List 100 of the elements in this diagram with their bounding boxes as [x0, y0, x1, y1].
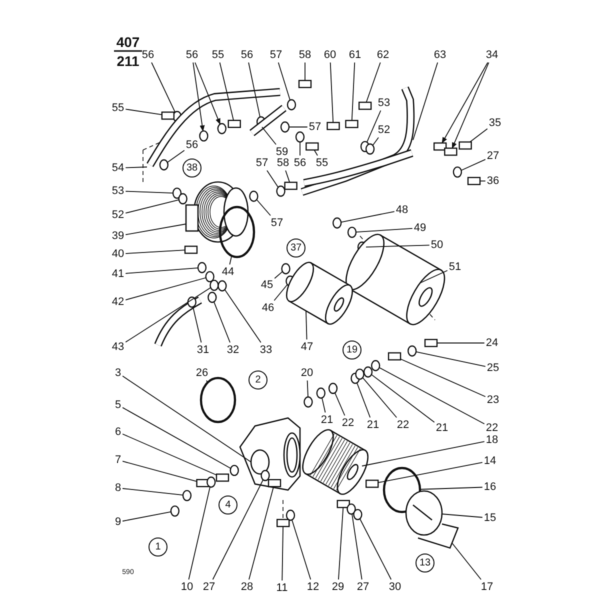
- washer: [328, 382, 338, 394]
- callout-number: 27: [356, 581, 370, 593]
- callout-number: 14: [484, 455, 496, 467]
- callout-number: 12: [306, 581, 320, 593]
- filter-cartridge: [302, 429, 368, 495]
- washer: [316, 388, 326, 399]
- leader-line: [378, 462, 483, 484]
- callout-number: 55: [316, 157, 328, 169]
- callout-number: 56: [294, 157, 306, 169]
- circled-number: 37: [286, 238, 306, 258]
- leader-line: [219, 62, 234, 121]
- leader-line: [122, 511, 172, 522]
- callout-number: 61: [348, 49, 362, 61]
- leader-line: [372, 137, 379, 146]
- o-ring: [218, 206, 256, 258]
- bolt: [388, 352, 402, 360]
- washer: [205, 271, 214, 282]
- bolt: [444, 148, 458, 156]
- circled-number: 1: [148, 538, 168, 556]
- leader-line: [359, 518, 392, 580]
- leader-line: [229, 255, 232, 265]
- sheet-number: 211: [116, 53, 140, 69]
- washer: [353, 508, 362, 520]
- callout-number: 28: [240, 581, 254, 593]
- leader-line: [306, 380, 308, 398]
- leader-line: [362, 441, 485, 466]
- leader-line: [314, 150, 318, 156]
- callout-number: 56: [240, 49, 254, 61]
- washer: [280, 121, 290, 133]
- callout-number: 26: [196, 367, 208, 379]
- leader-line: [370, 374, 435, 423]
- washer: [276, 186, 286, 197]
- callout-number: 41: [112, 268, 124, 280]
- circled-number: 13: [416, 554, 434, 572]
- leader-line: [125, 199, 180, 214]
- filter-cartridge: [286, 262, 353, 325]
- leader-line: [125, 250, 186, 254]
- washer: [218, 280, 227, 292]
- callout-number: 32: [226, 344, 240, 356]
- leader-line: [352, 514, 362, 580]
- washer: [286, 510, 296, 521]
- bolt: [196, 478, 210, 488]
- washer: [295, 131, 305, 143]
- callout-number: 57: [308, 121, 322, 133]
- callout-number: 25: [486, 362, 500, 374]
- leader-line: [460, 159, 486, 171]
- callout-number: 48: [396, 204, 408, 216]
- leader-line: [274, 271, 283, 279]
- washer: [286, 99, 296, 110]
- callout-number: 8: [114, 482, 122, 494]
- leader-line: [356, 382, 371, 418]
- leader-arrow: [194, 62, 221, 125]
- callout-number: 21: [366, 419, 380, 431]
- leader-line: [442, 514, 483, 518]
- filter-cartridge: [346, 234, 446, 326]
- leader-line: [248, 486, 274, 580]
- callout-number: 43: [112, 341, 124, 353]
- bolt: [467, 176, 481, 186]
- leader-line: [262, 126, 276, 145]
- callout-number: 5: [114, 399, 122, 411]
- bolt: [276, 518, 290, 528]
- leader-line: [304, 62, 306, 81]
- leader-line: [400, 358, 486, 398]
- callout-number: 24: [486, 337, 498, 349]
- washer: [332, 217, 342, 229]
- leader-line: [266, 170, 279, 188]
- callout-number: 11: [276, 582, 288, 594]
- sheet-number: 407: [116, 34, 140, 50]
- callout-number: 9: [114, 516, 122, 528]
- filter-cap: [405, 490, 443, 536]
- leader-line: [282, 526, 284, 581]
- callout-number: 10: [180, 581, 194, 593]
- leader-line: [356, 228, 413, 233]
- callout-number: 52: [112, 209, 124, 221]
- leader-line: [125, 166, 148, 168]
- callout-number: 7: [114, 454, 122, 466]
- callout-number: 36: [486, 175, 500, 187]
- leader-line: [480, 180, 486, 182]
- washer: [355, 368, 364, 380]
- callout-number: 39: [112, 230, 124, 242]
- bolt: [184, 246, 198, 254]
- callout-number: 54: [112, 162, 124, 174]
- bolt: [366, 480, 379, 488]
- washer: [249, 190, 258, 202]
- leader-arrow: [442, 62, 488, 144]
- leader-line: [416, 351, 486, 367]
- callout-number: 34: [486, 49, 498, 61]
- callout-number: 56: [142, 49, 154, 61]
- washer: [159, 159, 169, 170]
- washer: [178, 193, 188, 204]
- leader-line: [212, 479, 264, 580]
- callout-number: 56: [186, 139, 198, 151]
- washer: [208, 292, 217, 303]
- callout-number: 33: [260, 344, 272, 356]
- leader-line: [122, 488, 184, 496]
- washer: [182, 490, 192, 502]
- leader-line: [334, 392, 346, 416]
- bolt: [336, 500, 350, 508]
- callout-number: 56: [186, 49, 198, 61]
- bolt: [424, 338, 438, 348]
